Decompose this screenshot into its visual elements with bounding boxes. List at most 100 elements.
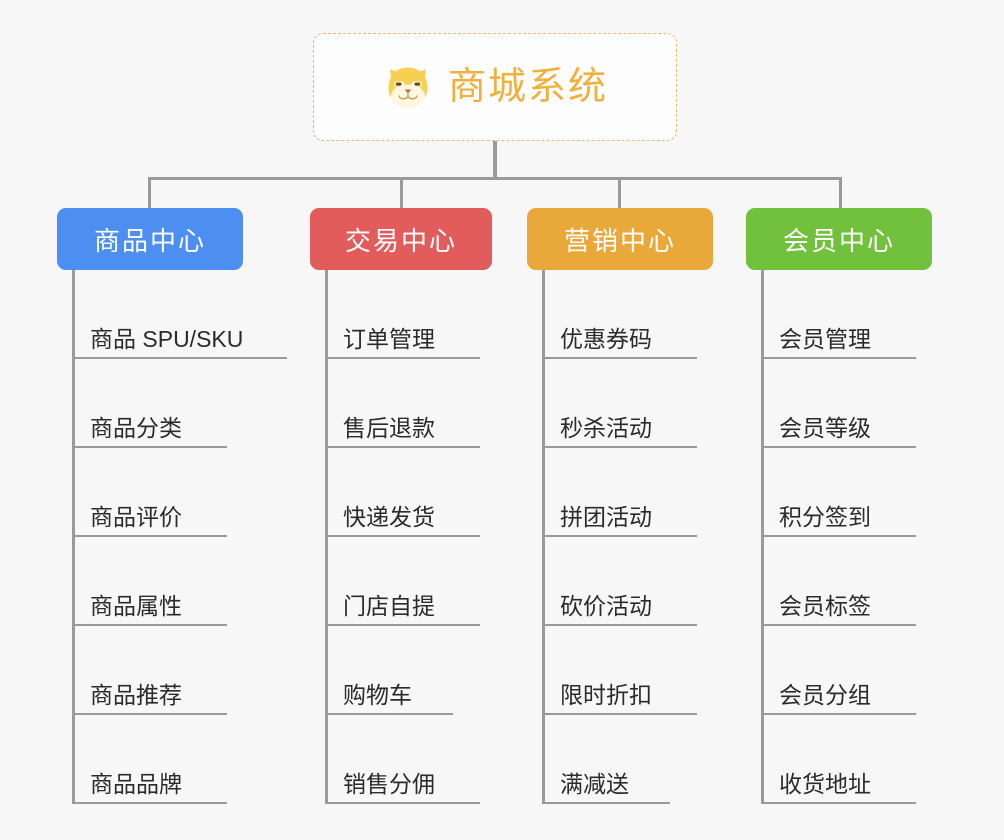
leaf-item-label: 门店自提	[343, 592, 435, 619]
leaf-item-underline	[325, 624, 480, 626]
leaf-item-label: 商品评价	[90, 503, 182, 530]
leaf-item-underline	[72, 802, 227, 804]
leaf-item[interactable]: 购物车	[310, 626, 492, 715]
connector-drop-marketing-center	[618, 177, 621, 210]
category-header-product-center[interactable]: 商品中心	[57, 208, 243, 270]
leaf-item[interactable]: 订单管理	[310, 270, 492, 359]
leaf-item-label: 商品品牌	[90, 770, 182, 797]
leaf-item-label: 订单管理	[343, 325, 435, 352]
connector-drop-member-center	[839, 177, 842, 210]
connector-horizontal-bus	[148, 177, 842, 180]
leaf-item-label: 会员管理	[779, 325, 871, 352]
leaf-item-underline	[761, 713, 916, 715]
leaf-item[interactable]: 销售分佣	[310, 715, 492, 804]
leaf-item[interactable]: 商品 SPU/SKU	[57, 270, 287, 359]
leaf-item-label: 商品 SPU/SKU	[90, 325, 244, 352]
leaf-item-label: 售后退款	[343, 414, 435, 441]
connector-root-stem	[493, 141, 497, 179]
category-header-marketing-center[interactable]: 营销中心	[527, 208, 713, 270]
leaf-item-label: 会员标签	[779, 592, 871, 619]
leaf-item-underline	[761, 802, 916, 804]
category-header-trade-center[interactable]: 交易中心	[310, 208, 492, 270]
root-node[interactable]: 商城系统	[313, 33, 677, 141]
category-column-member-center: 会员中心会员管理会员等级积分签到会员标签会员分组收货地址	[746, 208, 932, 804]
leaf-item-underline	[542, 535, 697, 537]
leaf-item[interactable]: 满减送	[527, 715, 713, 804]
leaf-item[interactable]: 门店自提	[310, 537, 492, 626]
leaf-item[interactable]: 会员管理	[746, 270, 932, 359]
leaf-item-underline	[325, 802, 480, 804]
leaf-item-label: 会员分组	[779, 681, 871, 708]
leaf-item[interactable]: 会员等级	[746, 359, 932, 448]
leaf-item-underline	[761, 624, 916, 626]
leaf-item-label: 秒杀活动	[560, 414, 652, 441]
connector-drop-trade-center	[400, 177, 403, 210]
leaf-item[interactable]: 收货地址	[746, 715, 932, 804]
leaf-item-label: 购物车	[343, 681, 412, 708]
leaf-item-label: 快递发货	[343, 503, 435, 530]
leaf-item[interactable]: 会员标签	[746, 537, 932, 626]
leaf-item-label: 砍价活动	[560, 592, 652, 619]
leaf-item-underline	[325, 535, 480, 537]
category-header-member-center[interactable]: 会员中心	[746, 208, 932, 270]
leaf-list-product-center: 商品 SPU/SKU 商品分类商品评价商品属性商品推荐商品品牌	[57, 270, 287, 804]
leaf-item-label: 积分签到	[779, 503, 871, 530]
leaf-item-label: 商品推荐	[90, 681, 182, 708]
leaf-item[interactable]: 商品品牌	[57, 715, 243, 804]
leaf-item[interactable]: 秒杀活动	[527, 359, 713, 448]
leaf-item-label: 会员等级	[779, 414, 871, 441]
leaf-item[interactable]: 砍价活动	[527, 537, 713, 626]
leaf-list-trade-center: 订单管理售后退款快递发货门店自提购物车销售分佣	[310, 270, 492, 804]
connector-drop-product-center	[148, 177, 151, 210]
leaf-item[interactable]: 拼团活动	[527, 448, 713, 537]
leaf-item-underline	[72, 446, 227, 448]
leaf-item-underline	[325, 357, 480, 359]
category-label: 会员中心	[782, 225, 895, 256]
category-label: 商品中心	[93, 225, 206, 256]
root-title: 商城系统	[447, 66, 608, 108]
category-label: 营销中心	[563, 225, 676, 256]
leaf-item-underline	[72, 535, 227, 537]
leaf-list-member-center: 会员管理会员等级积分签到会员标签会员分组收货地址	[746, 270, 932, 804]
leaf-item[interactable]: 积分签到	[746, 448, 932, 537]
leaf-item-label: 限时折扣	[560, 681, 652, 708]
leaf-item-underline	[72, 624, 227, 626]
leaf-item-underline	[325, 713, 453, 715]
category-label: 交易中心	[344, 225, 457, 256]
leaf-item-underline	[72, 713, 227, 715]
leaf-item-label: 销售分佣	[343, 770, 435, 797]
leaf-item-underline	[761, 535, 916, 537]
leaf-item-underline	[761, 357, 916, 359]
leaf-item-label: 收货地址	[779, 770, 871, 797]
leaf-item-label: 商品属性	[90, 592, 182, 619]
leaf-item[interactable]: 会员分组	[746, 626, 932, 715]
category-column-product-center: 商品中心商品 SPU/SKU 商品分类商品评价商品属性商品推荐商品品牌	[57, 208, 287, 804]
leaf-item-underline	[72, 357, 287, 359]
column-spine	[542, 270, 545, 804]
column-spine	[72, 270, 75, 804]
shiba-dog-face-icon	[382, 61, 434, 113]
leaf-item-underline	[761, 446, 916, 448]
leaf-item-underline	[542, 446, 697, 448]
leaf-item[interactable]: 售后退款	[310, 359, 492, 448]
leaf-item-label: 满减送	[560, 770, 629, 797]
leaf-item-underline	[542, 802, 670, 804]
leaf-item[interactable]: 商品分类	[57, 359, 243, 448]
leaf-item-underline	[542, 624, 697, 626]
leaf-item[interactable]: 商品推荐	[57, 626, 243, 715]
leaf-item-underline	[325, 446, 480, 448]
leaf-item-underline	[542, 713, 697, 715]
leaf-list-marketing-center: 优惠券码秒杀活动拼团活动砍价活动限时折扣满减送	[527, 270, 713, 804]
leaf-item[interactable]: 优惠券码	[527, 270, 713, 359]
column-spine	[761, 270, 764, 804]
leaf-item-label: 拼团活动	[560, 503, 652, 530]
leaf-item[interactable]: 快递发货	[310, 448, 492, 537]
category-column-trade-center: 交易中心订单管理售后退款快递发货门店自提购物车销售分佣	[310, 208, 492, 804]
category-column-marketing-center: 营销中心优惠券码秒杀活动拼团活动砍价活动限时折扣满减送	[527, 208, 713, 804]
leaf-item[interactable]: 商品属性	[57, 537, 243, 626]
leaf-item-underline	[542, 357, 697, 359]
leaf-item[interactable]: 商品评价	[57, 448, 243, 537]
column-spine	[325, 270, 328, 804]
leaf-item[interactable]: 限时折扣	[527, 626, 713, 715]
